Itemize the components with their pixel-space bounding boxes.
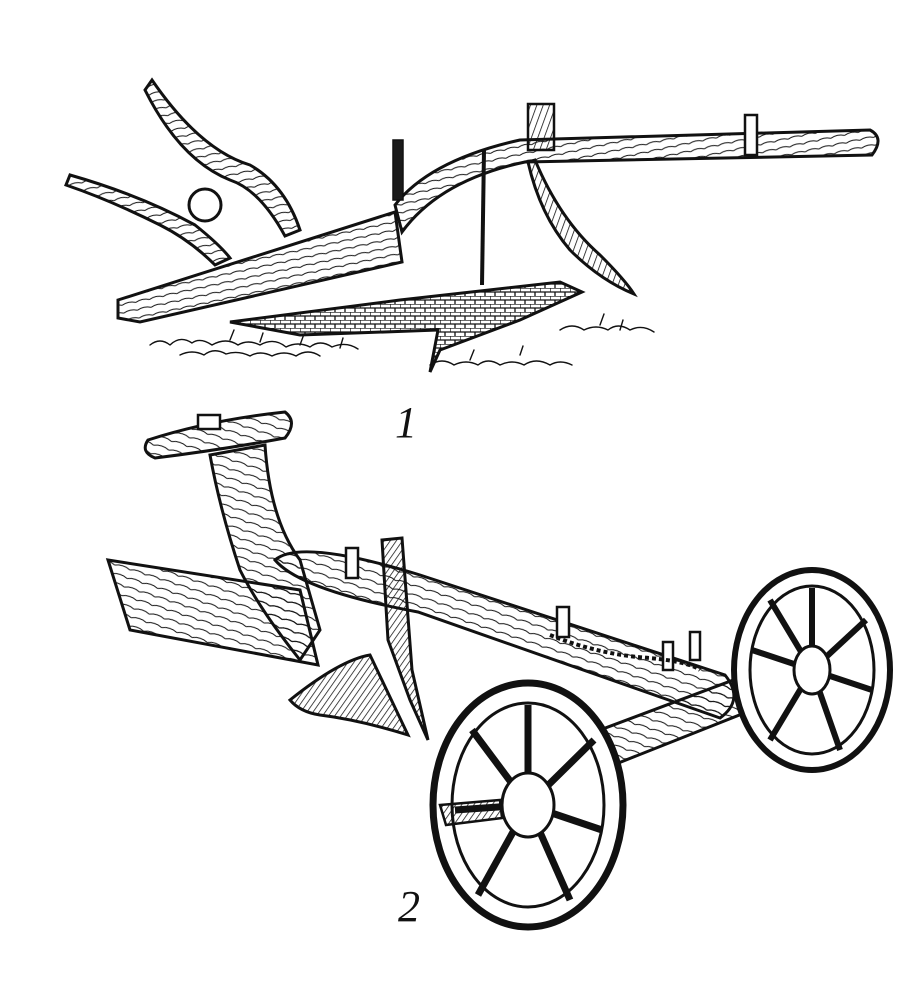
handle-right bbox=[143, 77, 302, 238]
plough-beam bbox=[393, 128, 880, 236]
bolt bbox=[392, 139, 404, 201]
hitch-block bbox=[526, 102, 556, 152]
upright-post bbox=[480, 149, 486, 286]
beam-peg bbox=[688, 630, 702, 662]
rope bbox=[549, 633, 702, 672]
ring bbox=[187, 187, 223, 223]
coulter bbox=[526, 158, 638, 298]
handle-grip bbox=[143, 410, 293, 460]
figure-1-label: 1 bbox=[395, 398, 417, 447]
beam-peg bbox=[555, 605, 571, 639]
beam-peg bbox=[344, 546, 360, 580]
axle-pin bbox=[438, 798, 504, 827]
grip-peg bbox=[196, 413, 222, 431]
sole-board bbox=[116, 210, 404, 324]
figure-1: 1 bbox=[0, 0, 922, 445]
figure-2-label: 2 bbox=[398, 882, 420, 931]
wheeled-plough-illustration bbox=[105, 410, 893, 931]
rear-wheel bbox=[731, 567, 893, 773]
front-wheel bbox=[429, 679, 627, 931]
plough-share bbox=[229, 280, 586, 373]
figure-2: 2 bbox=[0, 400, 922, 1000]
plough-share bbox=[287, 653, 411, 738]
ground-grass bbox=[149, 313, 655, 366]
wooden-plough-illustration bbox=[64, 77, 880, 373]
beam-post bbox=[743, 113, 759, 157]
handle-left bbox=[64, 173, 233, 267]
mouldboard-plank bbox=[105, 558, 320, 667]
beam-peg bbox=[661, 640, 675, 672]
